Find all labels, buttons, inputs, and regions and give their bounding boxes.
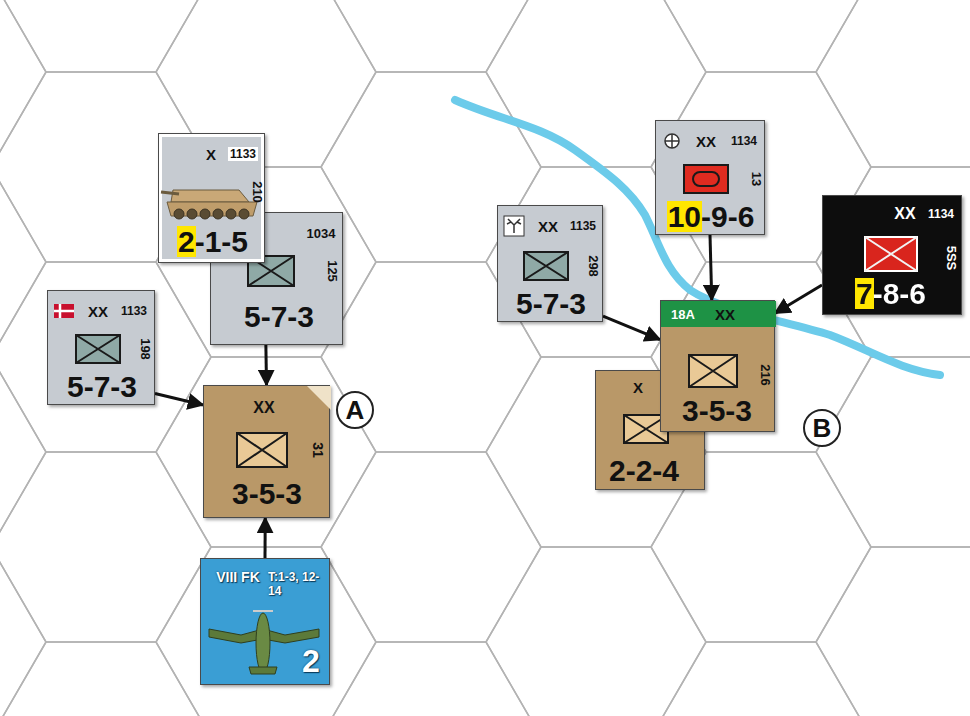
hex (321, 452, 541, 642)
counter-text: 5-7-3 (244, 302, 314, 332)
unit-counter: XX 1133 1985-7-3 (47, 290, 155, 405)
counter-text: 5-7-3 (516, 289, 586, 319)
callout-circle: B (803, 409, 841, 447)
counter-text: 216 (759, 364, 772, 386)
counter-text: XX (696, 134, 716, 149)
counter-text: 210 (251, 181, 264, 203)
counter-text: 5SS (945, 246, 958, 271)
attack-arrow (710, 235, 712, 300)
counter-text: X (633, 380, 643, 395)
counter-text: 3-5-3 (232, 479, 302, 509)
counter-text: 125 (326, 260, 339, 282)
unit-counter: XX 1134 5SS 7-8-6 (822, 195, 962, 315)
hex (486, 0, 706, 167)
counter-text: 1133 (228, 147, 258, 161)
counter-text: 3-5-3 (682, 396, 752, 426)
hex (156, 547, 376, 716)
counter-text: T:1-3, 12-14 (268, 571, 326, 599)
hex (321, 0, 541, 72)
hex (816, 547, 970, 716)
hex (0, 642, 211, 716)
unit-counter: XX 1134 13 10-9-6 (655, 120, 765, 235)
hex (651, 0, 871, 72)
hex (0, 262, 211, 452)
counter-text: 2-2-4 (609, 456, 679, 486)
counter-text: 7-8-6 (856, 279, 926, 309)
unit-counter: XX 1135 2985-7-3 (497, 205, 603, 322)
counter-text: 2-1-5 (178, 227, 248, 257)
counter-text: 1135 (570, 220, 596, 232)
counter-text: 2 (302, 645, 320, 677)
counter-text: 5-7-3 (67, 372, 137, 402)
counter-text: VIII FK (216, 570, 260, 584)
unit-counter: 18A XX 216 3-5-3 (660, 300, 775, 432)
counter-text: 1034 (307, 227, 336, 240)
counter-text: XX (894, 206, 915, 222)
hex (321, 72, 541, 262)
callout-circle: A (336, 391, 374, 429)
unit-counter: X 1133 210 2-1-5 (158, 133, 265, 263)
attack-arrow (603, 316, 660, 339)
counter-text: 198 (139, 338, 152, 360)
hex (486, 547, 706, 716)
attack-arrow (264, 518, 267, 558)
counter-text: XX (253, 400, 274, 416)
counter-text: XX (715, 307, 735, 322)
attack-arrow (155, 394, 203, 405)
attack-arrow (775, 285, 822, 313)
counter-text: 1134 (731, 135, 757, 147)
counter-text: 13 (750, 172, 763, 186)
counter-text: 18A (671, 308, 695, 321)
hex (816, 0, 970, 167)
counter-text: XX (538, 219, 558, 234)
callout-letter: A (346, 397, 365, 423)
counter-text: 1133 (121, 305, 147, 317)
hex (0, 452, 211, 642)
counter-text: 1134 (928, 208, 954, 220)
counter-text: 31 (311, 442, 325, 458)
hex (816, 357, 970, 547)
counter-text: XX (88, 304, 108, 319)
hex (816, 167, 970, 357)
counter-text: 298 (587, 255, 600, 277)
hex (0, 0, 211, 72)
unit-counter: XX 31 3-5-3 (203, 385, 330, 518)
attack-arrow (264, 345, 268, 385)
callout-letter: B (813, 415, 832, 441)
unit-counter: VIII FK T:1-3, 12-14 2 (200, 558, 330, 685)
counter-text: 10-9-6 (668, 202, 755, 232)
counter-text: X (206, 147, 216, 162)
